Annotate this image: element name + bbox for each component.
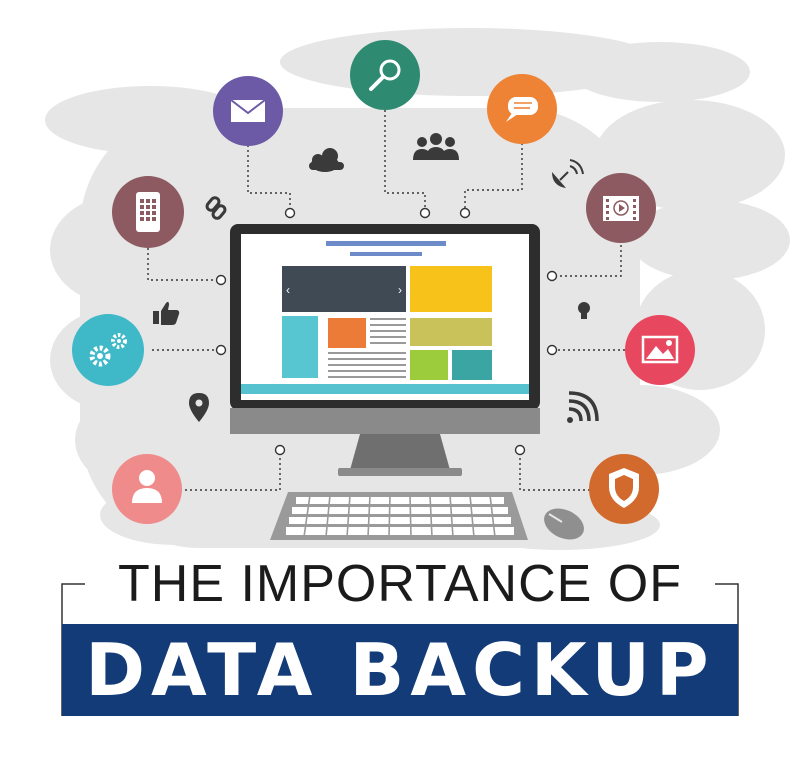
svg-text:‹: ‹ xyxy=(286,283,290,297)
mouse-icon xyxy=(544,508,584,540)
video-icon xyxy=(586,173,656,243)
wifi-icon xyxy=(567,391,599,423)
user-icon xyxy=(112,454,182,524)
connector-dots xyxy=(215,207,558,456)
mobile-icon xyxy=(112,176,184,248)
search-icon xyxy=(350,40,420,110)
settings-icon xyxy=(72,314,144,386)
location-pin-icon xyxy=(189,393,209,422)
connector-lines xyxy=(147,110,625,491)
group-icon xyxy=(413,133,459,160)
title-banner: DATA BACKUP xyxy=(62,624,738,716)
svg-text:›: › xyxy=(398,283,402,297)
keyboard xyxy=(270,492,528,540)
thumbs-up-icon xyxy=(153,301,180,325)
email-icon xyxy=(213,76,283,146)
lightbulb-icon xyxy=(578,302,590,319)
title-line-1: THE IMPORTANCE OF xyxy=(85,555,715,613)
satellite-icon xyxy=(552,159,584,188)
link-icon xyxy=(205,196,227,220)
title-line-2: DATA BACKUP xyxy=(85,628,715,712)
chat-icon xyxy=(487,74,557,144)
cloud-icon xyxy=(309,148,344,172)
image-icon xyxy=(625,315,695,385)
shield-icon xyxy=(589,454,659,524)
monitor: ‹ › xyxy=(230,224,540,476)
